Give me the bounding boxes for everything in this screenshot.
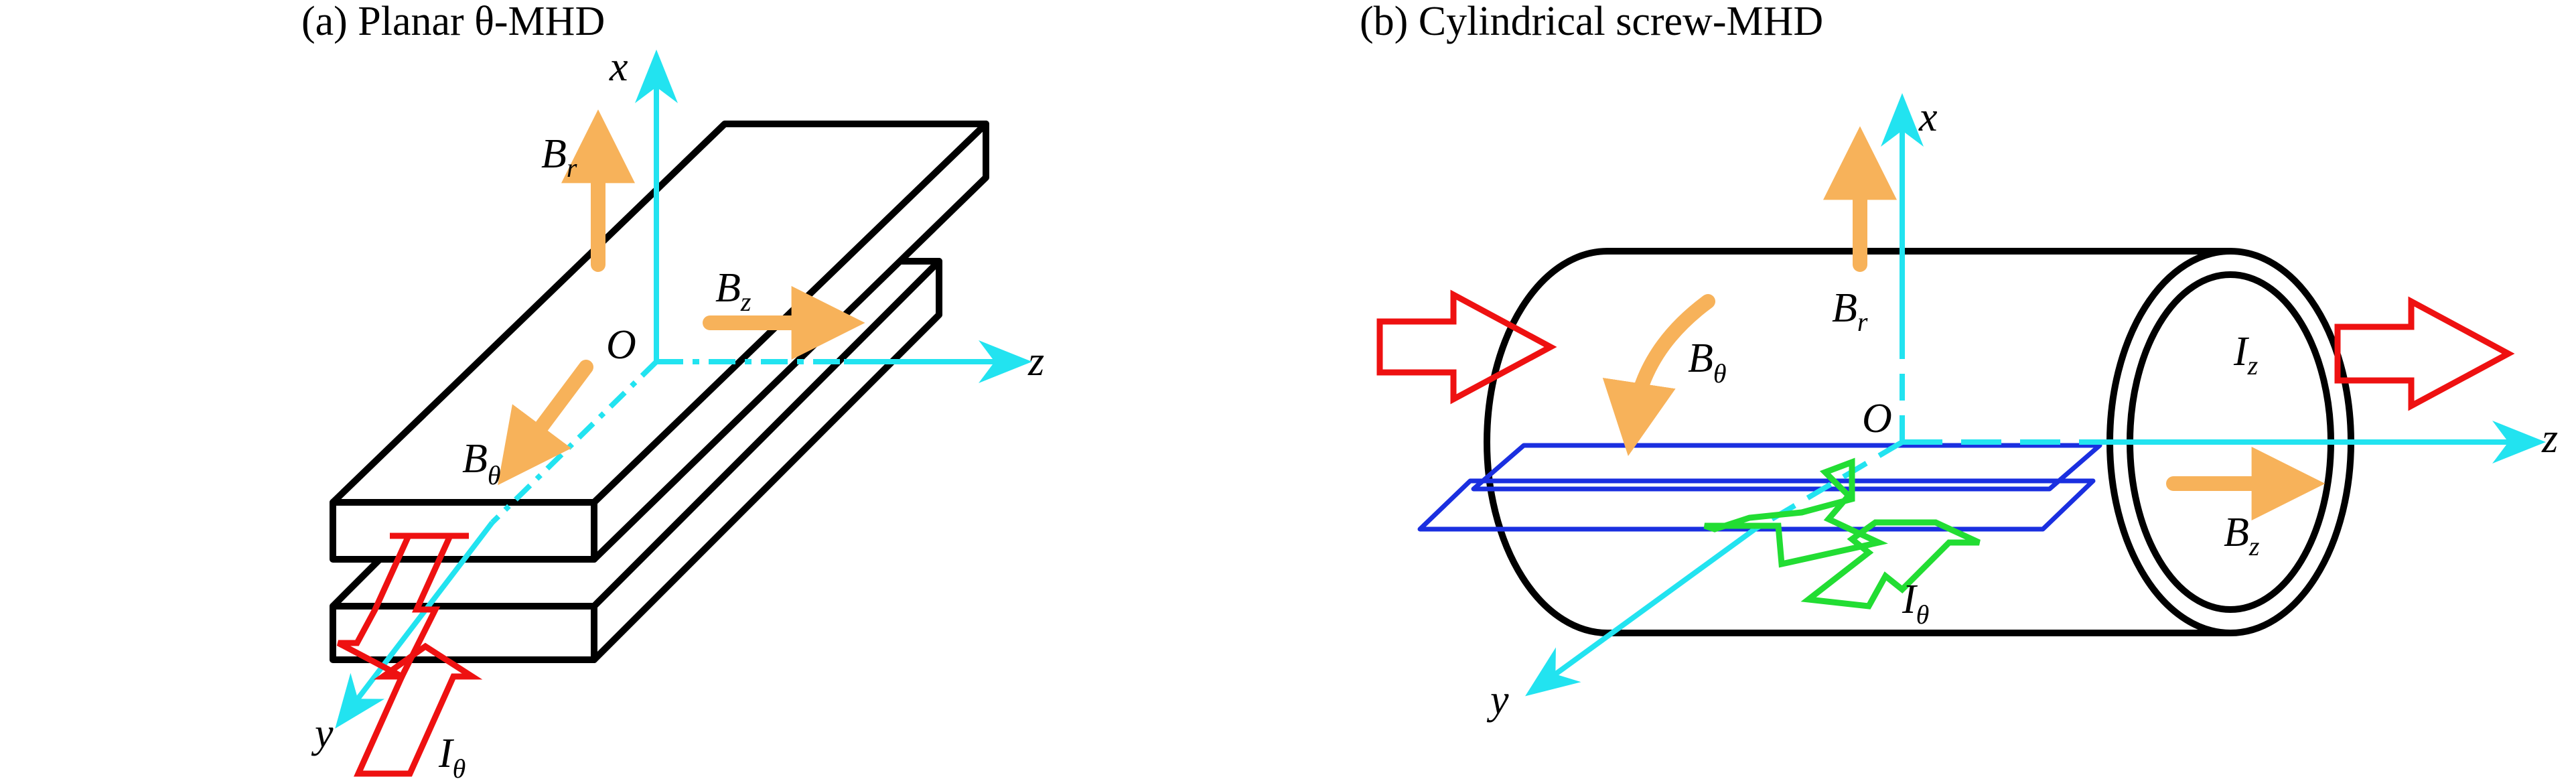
cylinder-left-end <box>1484 248 1611 636</box>
label-br-b: Br <box>1832 285 1868 337</box>
btheta-arrow-a <box>498 360 593 486</box>
label-origin-b: O <box>1862 396 1892 441</box>
label-br-a: Br <box>541 131 577 183</box>
field-arrows-a <box>498 109 865 486</box>
panel-a-planar: (a) Planar θ-MHD x <box>301 0 1044 783</box>
axis-y-a <box>335 520 495 729</box>
label-x-b: x <box>1918 94 1938 140</box>
current-arrows-a <box>336 532 483 777</box>
lower-block-front <box>330 603 597 663</box>
label-iz-b: Iz <box>2233 329 2259 380</box>
label-bz-b: Bz <box>2224 510 2260 561</box>
electrode-lower <box>1417 478 2096 532</box>
label-origin-a: O <box>606 322 636 368</box>
axis-y-b <box>1525 526 1757 697</box>
btheta-arrow-b <box>1602 294 1715 456</box>
axis-y-a-dashed <box>490 360 658 524</box>
axes-a <box>335 50 1032 729</box>
label-itheta-b: Iθ <box>1902 577 1929 630</box>
itheta-arrow-a-upper <box>336 532 469 681</box>
upper-block-front <box>330 499 597 563</box>
electrode-upper <box>1471 443 2102 492</box>
label-z-a: z <box>1027 339 1044 384</box>
itheta-arrow-a-lower <box>354 642 483 777</box>
itheta-arrow-b-lower <box>1800 519 1981 610</box>
label-btheta-b: Bθ <box>1688 336 1727 388</box>
current-arrows-b <box>1376 289 2515 610</box>
iz-arrow-right <box>2334 296 2515 411</box>
electrodes <box>1417 443 2102 532</box>
iz-arrow-left <box>1376 289 1557 405</box>
label-btheta-a: Bθ <box>462 436 501 490</box>
itheta-arrow-b-upper <box>1703 457 1888 568</box>
label-x-a: x <box>609 44 628 90</box>
labels-b: x z y O Br Bθ Iz Bz Iθ <box>1486 94 2558 723</box>
caption-b: (b) Cylindrical screw-MHD <box>1360 0 1823 44</box>
planar-channel-blocks <box>330 121 989 663</box>
caption-a: (a) Planar θ-MHD <box>301 0 605 44</box>
labels-a: x z y O Br Bz Bθ Iθ <box>311 44 1044 783</box>
label-y-b: y <box>1486 677 1509 723</box>
label-y-a: y <box>311 711 334 756</box>
label-bz-a: Bz <box>715 265 752 317</box>
panel-b-cylindrical: (b) Cylindrical screw-MHD <box>1360 0 2558 723</box>
axes-b <box>1525 93 2546 697</box>
label-z-b: z <box>2541 416 2558 461</box>
label-itheta-a: Iθ <box>438 731 466 783</box>
field-arrows-b <box>1602 126 2325 520</box>
cylinder-body-lines <box>1604 248 2234 636</box>
